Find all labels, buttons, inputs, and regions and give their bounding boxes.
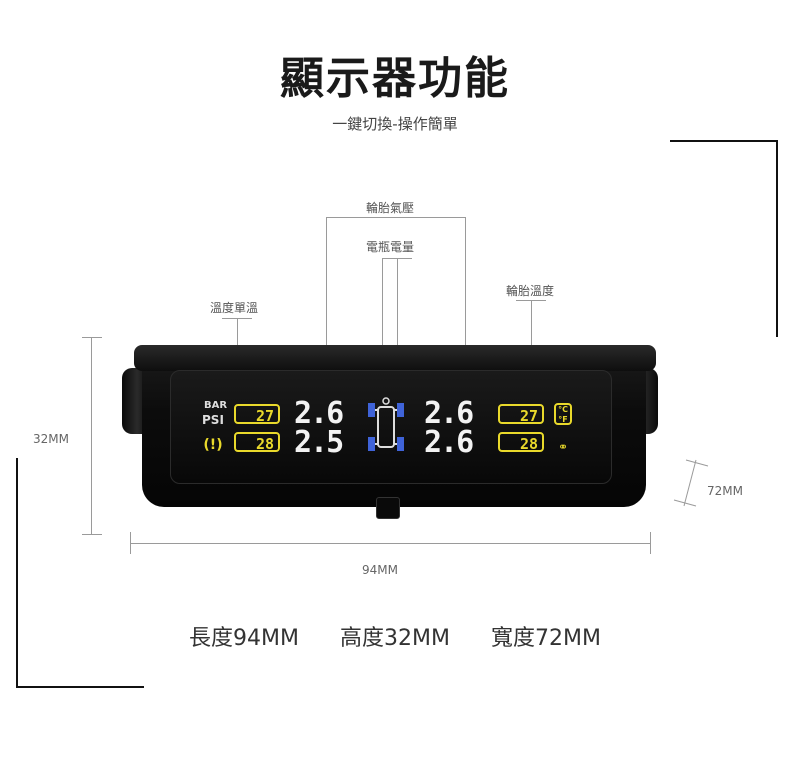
- temp-front-right: 27: [498, 404, 544, 425]
- tire-warning-icon: (!): [203, 437, 223, 453]
- dim-width-cap-left: [130, 532, 131, 554]
- temp-front-left: 27: [234, 404, 280, 425]
- device-screen: [170, 370, 612, 484]
- temp-rear-right: 28: [498, 432, 544, 453]
- temp-unit-icon: °C °F: [554, 403, 572, 425]
- spec-height: 高度32MM: [340, 626, 450, 651]
- dim-width-label: 94MM: [362, 563, 398, 577]
- callout-tire-pressure-left-drop: [326, 217, 327, 382]
- unit-psi-label: PSI: [202, 413, 224, 427]
- callout-tire-temperature: 輪胎溫度: [506, 284, 555, 298]
- frame-line-top-right-v: [776, 140, 778, 337]
- callout-tire-pressure: 輪胎氣壓: [366, 201, 415, 215]
- frame-line-bottom-left-v: [16, 458, 18, 688]
- dim-depth-label: 72MM: [707, 484, 743, 498]
- dim-width-line: [130, 543, 650, 544]
- dim-height-line: [91, 337, 92, 535]
- frame-line-bottom-left-h: [16, 686, 144, 688]
- spec-summary: 長度94MM 高度32MM 寬度72MM: [0, 620, 790, 652]
- dim-height-cap-bottom: [82, 534, 102, 535]
- lcd-display: BAR PSI (!) 27 28 2.6 2.5 2.6 2.6 27 28 …: [196, 395, 586, 461]
- callout-tire-pressure-line: [326, 217, 466, 218]
- page-subtitle: 一鍵切換-操作簡單: [332, 115, 458, 133]
- callout-temperature-unit: 溫度單溫: [210, 301, 259, 315]
- temp-rear-left: 28: [234, 432, 280, 453]
- device-top-bar: [134, 345, 656, 371]
- car-chassis-icon: [368, 397, 404, 451]
- callout-tire-pressure-right-drop: [465, 217, 466, 382]
- pressure-front-left: 2.6: [294, 396, 344, 431]
- callout-battery-level: 電瓶電量: [366, 240, 415, 254]
- dim-width-cap-right: [650, 532, 651, 554]
- battery-link-icon: ⚭: [557, 440, 569, 454]
- dim-height-label: 32MM: [33, 432, 69, 446]
- unit-bar-label: BAR: [204, 400, 228, 411]
- spec-width: 寬度72MM: [490, 626, 601, 651]
- pressure-front-right: 2.6: [424, 396, 474, 431]
- dim-height-cap-top: [82, 337, 102, 338]
- device-bottom-tab: [376, 497, 400, 519]
- page-title: 顯示器功能: [280, 53, 510, 104]
- spec-length: 長度94MM: [189, 626, 300, 651]
- pressure-rear-right: 2.6: [424, 425, 474, 460]
- frame-line-top-right-h: [670, 140, 778, 142]
- pressure-rear-left: 2.5: [294, 425, 344, 460]
- dim-depth-line: [673, 459, 709, 507]
